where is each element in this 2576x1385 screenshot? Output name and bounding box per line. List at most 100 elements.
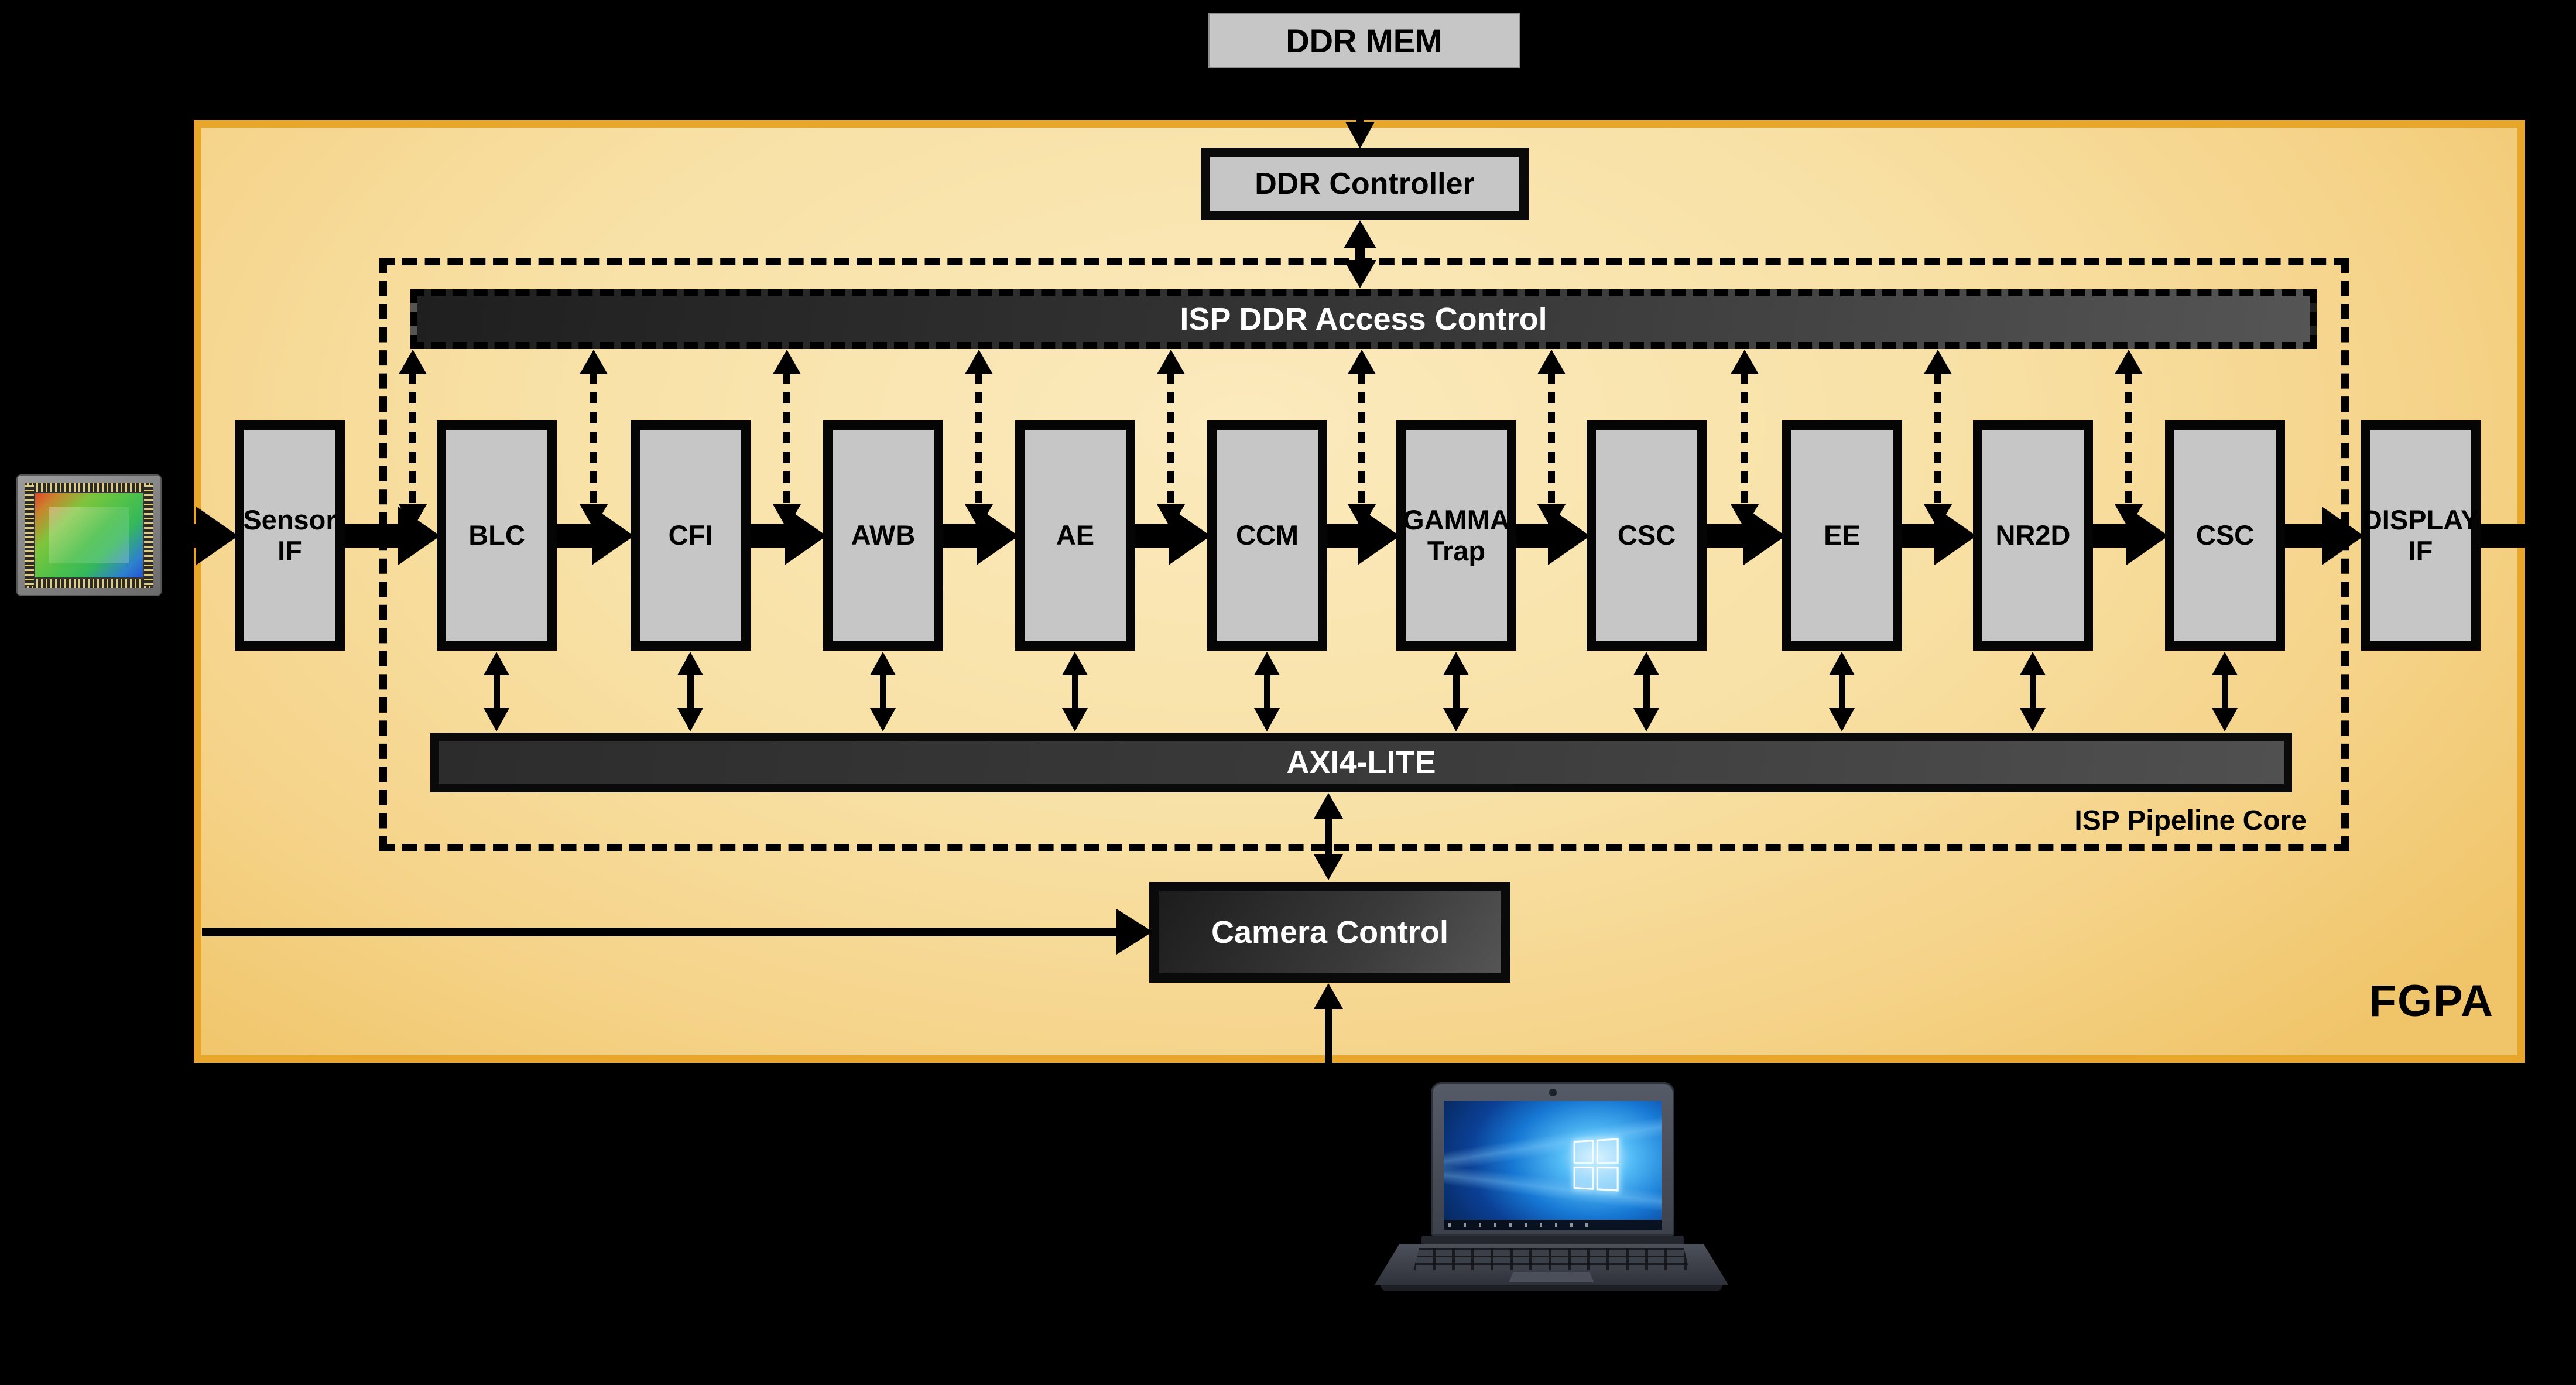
axi4-lite-register-arrow <box>484 652 509 731</box>
laptop-trackpad <box>1509 1272 1594 1282</box>
pipeline-block-awb: AWB <box>823 420 943 651</box>
pipeline-block-ae: AE <box>1015 420 1135 651</box>
arrow-head <box>1116 909 1153 955</box>
arrow-head <box>1731 504 1759 529</box>
arrow-head <box>677 708 703 731</box>
pipeline-block-gamma-trap: GAMMA Trap <box>1396 420 1516 651</box>
ddr-access-dma-arrow <box>399 350 427 529</box>
pipeline-block-label: CSC <box>2195 519 2255 551</box>
pipeline-block-label: BLC <box>468 519 525 551</box>
arrow-head <box>1633 652 1659 675</box>
pipeline-block-sensor-if: Sensor IF <box>235 420 345 651</box>
pipeline-block-label: NR2D <box>1995 519 2071 551</box>
ddr-access-dma-arrow <box>1157 350 1185 529</box>
ddr-controller-to-access-arrow <box>1344 220 1376 288</box>
arrow-head <box>1924 504 1952 529</box>
pipeline-block-label: GAMMA Trap <box>1403 504 1510 566</box>
ddr-access-dma-arrow <box>1537 350 1566 529</box>
arrow-head <box>2020 652 2046 675</box>
pipeline-block-ccm: CCM <box>1207 420 1327 651</box>
laptop-screen <box>1444 1101 1662 1230</box>
sensor-pins-bottom <box>27 579 151 588</box>
isp-ddr-access-control-label: ISP DDR Access Control <box>1180 302 1547 337</box>
arrow-shaft <box>1934 372 1941 507</box>
axi4-lite-register-arrow <box>2212 652 2238 731</box>
arrow-shaft <box>1643 673 1650 710</box>
axi4-lite-register-arrow <box>1633 652 1659 731</box>
arrow-shaft <box>1071 673 1078 710</box>
arrow-head <box>870 652 896 675</box>
fpga-label: FGPA <box>2369 976 2494 1026</box>
ddr-controller-label: DDR Controller <box>1255 167 1475 201</box>
ddr-controller-block: DDR Controller <box>1201 148 1529 220</box>
axi4-lite-bus-bar: AXI4-LITE <box>430 733 2292 792</box>
sensor-die <box>35 493 143 577</box>
pipeline-block-label: AE <box>1056 519 1095 551</box>
laptop-hinge <box>1421 1236 1684 1245</box>
arrow-shaft <box>2029 673 2036 710</box>
arrow-shaft <box>409 372 416 507</box>
arrow-head <box>1157 350 1185 374</box>
laptop-to-camera-control-arrow <box>1314 983 1343 1082</box>
arrow-shaft <box>879 673 886 710</box>
pipeline-block-label: Sensor IF <box>243 504 337 566</box>
arrow-shaft <box>1324 1007 1332 1082</box>
pipeline-block-display-if: DISPLAY IF <box>2361 420 2481 651</box>
arrow-head <box>1344 260 1376 288</box>
arrow-head <box>1157 504 1185 529</box>
arrow-head <box>1314 983 1343 1009</box>
arrow-shaft <box>783 372 790 507</box>
ddr-mem-block: DDR MEM <box>1208 13 1520 68</box>
ddr-access-dma-arrow <box>1348 350 1376 529</box>
arrow-head <box>1348 504 1376 529</box>
arrow-shaft <box>2285 524 2325 548</box>
ddr-mem-to-controller-arrow <box>1345 68 1375 149</box>
arrow-head <box>773 504 801 529</box>
arrow-shaft <box>2481 524 2540 548</box>
arrow-head <box>870 708 896 731</box>
pipeline-block-label: CCM <box>1235 519 1299 551</box>
arrow-head <box>1633 708 1659 731</box>
arrow-head <box>580 504 608 529</box>
arrow-head <box>965 504 993 529</box>
arrow-head <box>399 350 427 374</box>
arrow-shaft <box>687 673 694 710</box>
sensor-to-pipeline-arrow <box>163 507 238 565</box>
axi4-lite-register-arrow <box>1829 652 1855 731</box>
arrow-head <box>484 652 509 675</box>
pipeline-block-csc-2: CSC <box>2165 420 2285 651</box>
pipeline-block-label: DISPLAY IF <box>2362 504 2479 566</box>
arrow-shaft <box>1356 68 1364 124</box>
sensor-pins-top <box>27 483 151 492</box>
arrow-head <box>1062 652 1088 675</box>
pipeline-block-label: CFI <box>668 519 713 551</box>
arrow-shaft <box>163 524 200 548</box>
arrow-shaft <box>590 372 597 507</box>
arrow-shaft <box>2125 372 2132 507</box>
camera-control-block: Camera Control <box>1149 882 1510 983</box>
arrow-shaft <box>1358 372 1365 507</box>
axi4-lite-register-arrow <box>1062 652 1088 731</box>
arrow-head <box>965 350 993 374</box>
display-output-arrow <box>2481 507 2576 565</box>
arrow-head <box>1924 350 1952 374</box>
arrow-shaft <box>2221 673 2228 710</box>
ddr-access-dma-arrow <box>1731 350 1759 529</box>
laptop-computer-icon <box>1370 1078 1733 1293</box>
ddr-access-dma-arrow <box>773 350 801 529</box>
isp-ddr-access-control-bar: ISP DDR Access Control <box>410 289 2317 349</box>
pipeline-flow-arrow <box>1902 507 1976 565</box>
sensor-pins-right <box>144 485 153 586</box>
arrow-head <box>1314 854 1343 880</box>
arrow-head <box>2322 507 2364 565</box>
pipeline-flow-arrow <box>2285 507 2364 565</box>
axi4-lite-register-arrow <box>870 652 896 731</box>
pipeline-block-nr2d: NR2D <box>1973 420 2093 651</box>
arrow-shaft <box>1548 372 1555 507</box>
pipeline-block-ee: EE <box>1782 420 1902 651</box>
arrow-shaft <box>345 524 402 548</box>
arrow-shaft <box>975 372 982 507</box>
arrow-head <box>1345 122 1375 149</box>
arrow-head <box>1344 220 1376 248</box>
fpga-edge-to-camera-control-arrow <box>202 909 1153 955</box>
